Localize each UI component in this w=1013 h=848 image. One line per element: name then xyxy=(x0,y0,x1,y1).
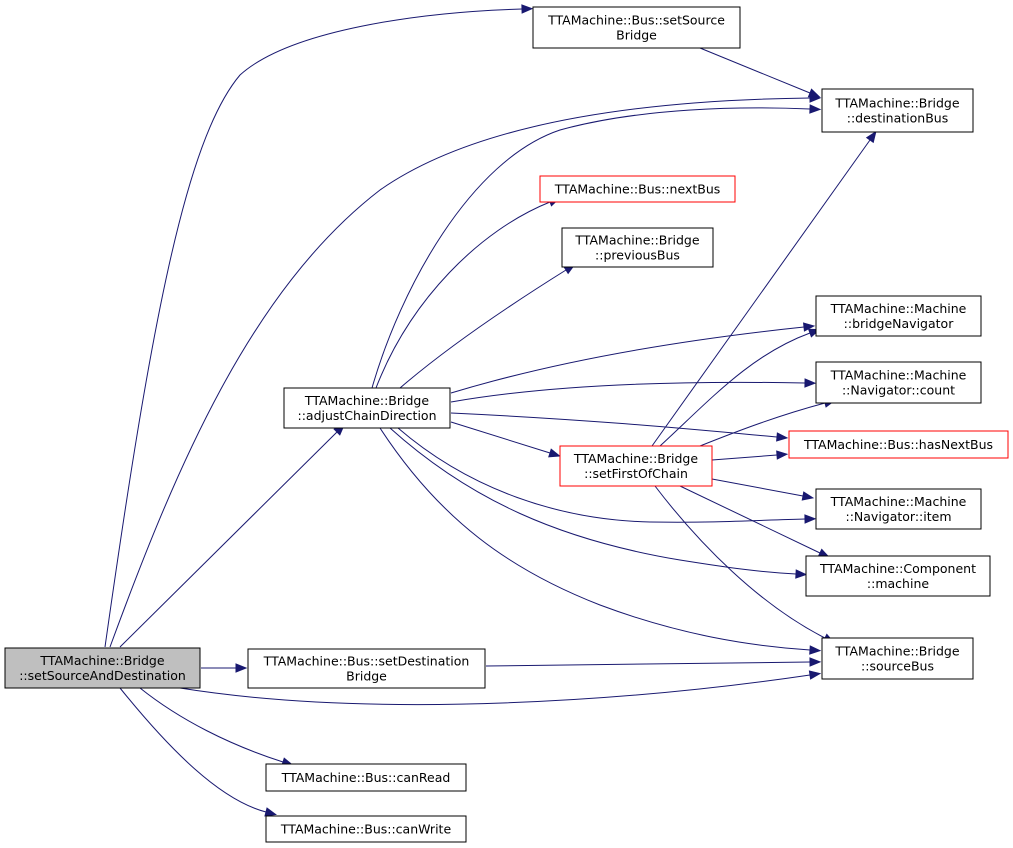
node-label-line: TTAMachine::Component xyxy=(819,561,976,576)
edge-adjust-to-prevBus xyxy=(399,263,576,389)
edge-root-to-setDestBridge xyxy=(201,663,248,673)
edge-root-to-canWrite xyxy=(119,687,277,817)
node-navCount[interactable]: TTAMachine::Machine::Navigator::count xyxy=(815,361,982,404)
edge-layer xyxy=(104,4,877,817)
node-label-line: TTAMachine::Bus::canRead xyxy=(281,770,451,785)
node-label-line: TTAMachine::Bus::setDestination xyxy=(263,654,470,669)
edge-adjust-to-bridgeNav xyxy=(450,322,816,394)
node-label-line: TTAMachine::Bus::nextBus xyxy=(554,182,721,197)
edge-adjust-to-compMachine xyxy=(389,427,808,579)
edge-adjust-to-setFirst xyxy=(450,421,561,458)
node-hasNextBus[interactable]: TTAMachine::Bus::hasNextBus xyxy=(788,430,1009,459)
node-nextBus[interactable]: TTAMachine::Bus::nextBus xyxy=(539,175,736,203)
node-label-line: ::bridgeNavigator xyxy=(844,316,955,331)
node-label-line: TTAMachine::Bus::canWrite xyxy=(280,822,452,837)
edge-setSrcBridge-to-destBus xyxy=(699,47,821,98)
node-label-line: ::Navigator::item xyxy=(845,509,951,524)
node-compMachine[interactable]: TTAMachine::Component::machine xyxy=(805,555,991,597)
node-srcBus[interactable]: TTAMachine::Bridge::sourceBus xyxy=(821,637,974,680)
node-label-line: TTAMachine::Bridge xyxy=(834,644,959,659)
edge-root-to-setSrcBridge xyxy=(104,4,534,648)
edge-setDestBridge-to-srcBus xyxy=(485,657,822,667)
node-label-line: TTAMachine::Machine xyxy=(830,494,967,509)
node-label-line: TTAMachine::Machine xyxy=(830,368,967,383)
edge-adjust-to-srcBus xyxy=(379,427,822,655)
node-root[interactable]: TTAMachine::Bridge::setSourceAndDestinat… xyxy=(4,647,201,689)
edge-root-to-adjust xyxy=(119,424,346,648)
node-label-line: ::machine xyxy=(867,576,929,591)
node-label-line: ::Navigator::count xyxy=(842,383,955,398)
edge-setFirst-to-destBus xyxy=(651,130,877,447)
node-label-line: Bridge xyxy=(616,28,657,43)
node-label-line: TTAMachine::Machine xyxy=(830,301,967,316)
edge-adjust-to-destBus xyxy=(371,104,822,389)
edge-setFirst-to-hasNextBus xyxy=(711,450,789,461)
node-canWrite[interactable]: TTAMachine::Bus::canWrite xyxy=(265,815,467,843)
edge-adjust-to-nextBus xyxy=(375,197,561,389)
node-label-line: ::adjustChainDirection xyxy=(297,408,436,423)
node-prevBus[interactable]: TTAMachine::Bridge::previousBus xyxy=(561,227,714,268)
edge-root-to-srcBus xyxy=(179,670,822,706)
edge-adjust-to-navCount xyxy=(450,378,817,403)
node-label-line: ::sourceBus xyxy=(861,659,934,674)
edge-setFirst-to-navItem xyxy=(711,478,815,501)
node-label-line: TTAMachine::Bridge xyxy=(573,451,698,466)
node-bridgeNav[interactable]: TTAMachine::Machine::bridgeNavigator xyxy=(815,295,982,337)
node-label-line: TTAMachine::Bridge xyxy=(834,96,959,111)
node-label-line: TTAMachine::Bus::hasNextBus xyxy=(803,437,993,452)
node-canRead[interactable]: TTAMachine::Bus::canRead xyxy=(265,763,467,792)
node-layer: TTAMachine::Bridge::setSourceAndDestinat… xyxy=(4,6,1009,843)
node-navItem[interactable]: TTAMachine::Machine::Navigator::item xyxy=(815,488,982,530)
node-label-line: Bridge xyxy=(346,669,387,684)
node-destBus[interactable]: TTAMachine::Bridge::destinationBus xyxy=(821,88,974,133)
edge-root-to-canRead xyxy=(139,687,294,767)
node-label-line: ::previousBus xyxy=(595,248,680,263)
node-label-line: TTAMachine::Bridge xyxy=(574,233,699,248)
node-label-line: TTAMachine::Bus::setSource xyxy=(547,13,725,28)
node-adjust[interactable]: TTAMachine::Bridge::adjustChainDirection xyxy=(283,387,451,429)
node-setFirst[interactable]: TTAMachine::Bridge::setFirstOfChain xyxy=(559,445,713,487)
node-label-line: ::destinationBus xyxy=(847,111,948,126)
edge-adjust-to-navItem xyxy=(397,427,817,524)
node-label-line: TTAMachine::Bridge xyxy=(304,393,429,408)
node-label-line: ::setFirstOfChain xyxy=(584,466,688,481)
edge-adjust-to-hasNextBus xyxy=(450,412,789,442)
node-label-line: TTAMachine::Bridge xyxy=(39,653,164,668)
node-label-line: ::setSourceAndDestination xyxy=(19,668,186,683)
